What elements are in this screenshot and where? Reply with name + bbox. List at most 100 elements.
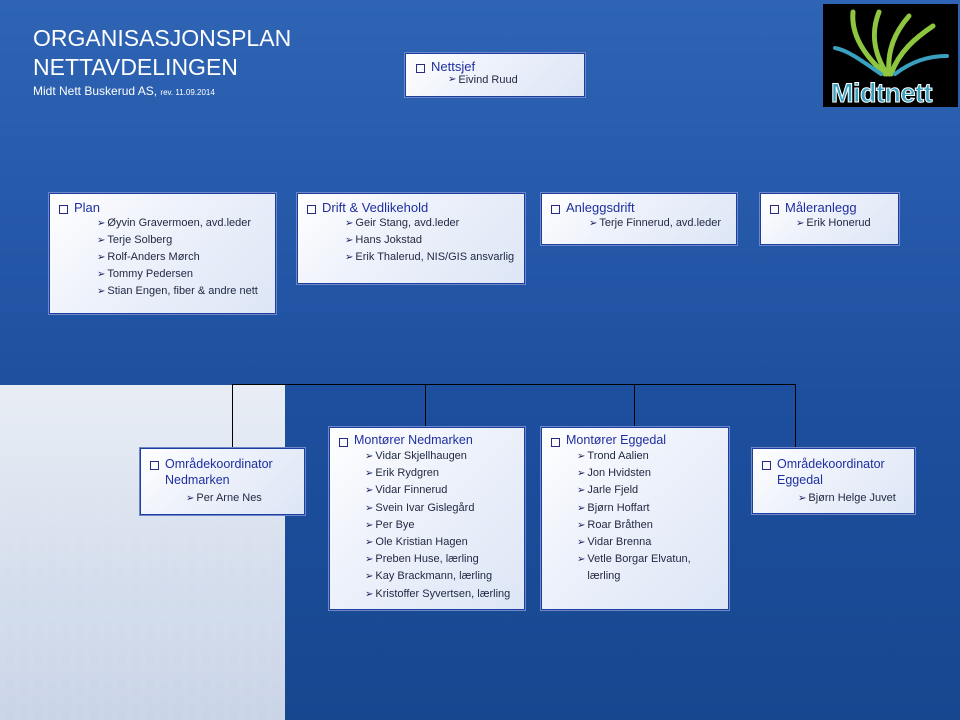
list-item: ➢Kay Brackmann, lærling bbox=[365, 568, 515, 585]
logo-text: Midtnett bbox=[831, 78, 933, 109]
arrow-bullet-icon: ➢ bbox=[97, 235, 106, 246]
list-item: ➢Kristoffer Syvertsen, lærling bbox=[365, 586, 515, 603]
nettsjef-box: Nettsjef ➢Eivind Ruud bbox=[404, 52, 586, 98]
checkbox-bullet-icon bbox=[416, 64, 425, 73]
list-item: ➢Roar Bråthen bbox=[577, 517, 719, 534]
anleggsdrift-box: Anleggsdrift ➢Terje Finnerud, avd.leder bbox=[540, 192, 738, 246]
list-item: ➢Terje Solberg bbox=[97, 232, 266, 249]
omradekoordinator-eggedal-box: Områdekoordinator Eggedal ➢Bjørn Helge J… bbox=[751, 447, 916, 515]
list-item: ➢Ole Kristian Hagen bbox=[365, 534, 515, 551]
title-block: ORGANISASJONSPLAN NETTAVDELINGEN Midt Ne… bbox=[33, 24, 291, 98]
arrow-bullet-icon: ➢ bbox=[345, 218, 354, 229]
box-title: Anleggsdrift bbox=[566, 200, 635, 215]
list-item: ➢Erik Honerud bbox=[796, 215, 889, 232]
arrow-bullet-icon: ➢ bbox=[577, 451, 586, 462]
drift-vedlikehold-box: Drift & Vedlikehold ➢Geir Stang, avd.led… bbox=[296, 192, 526, 285]
arrow-bullet-icon: ➢ bbox=[577, 485, 586, 497]
box-title: Nettsjef bbox=[431, 59, 476, 74]
plan-box: Plan ➢Øyvin Gravermoen, avd.leder ➢Terje… bbox=[48, 192, 277, 315]
checkbox-bullet-icon bbox=[307, 205, 316, 214]
list-item: ➢Preben Huse, lærling bbox=[365, 551, 515, 568]
list-item: ➢Per Bye bbox=[365, 517, 515, 534]
list-item: ➢Erik Thalerud, NIS/GIS ansvarlig bbox=[345, 249, 515, 266]
page-title-line2: NETTAVDELINGEN bbox=[33, 54, 238, 80]
revision-date: rev. 11.09.2014 bbox=[160, 88, 215, 97]
connector-line bbox=[232, 384, 795, 385]
list-item: ➢Hans Jokstad bbox=[345, 232, 515, 249]
montorer-nedmarken-box: Montører Nedmarken ➢Vidar Skjellhaugen ➢… bbox=[328, 426, 526, 611]
arrow-bullet-icon: ➢ bbox=[365, 485, 374, 497]
arrow-bullet-icon: ➢ bbox=[448, 74, 457, 85]
box-title: Montører Eggedal bbox=[566, 433, 667, 447]
midtnett-logo: Midtnett bbox=[823, 4, 958, 109]
box-title: Plan bbox=[74, 200, 101, 215]
list-item: ➢Vidar Skjellhaugen bbox=[365, 448, 515, 465]
arrow-bullet-icon: ➢ bbox=[577, 502, 586, 514]
arrow-bullet-icon: ➢ bbox=[365, 519, 374, 531]
arrow-bullet-icon: ➢ bbox=[365, 588, 374, 600]
list-item: ➢Stian Engen, fiber & andre nett bbox=[97, 283, 266, 300]
checkbox-bullet-icon bbox=[762, 461, 771, 470]
connector-line bbox=[232, 384, 233, 450]
list-item: ➢Terje Finnerud, avd.leder bbox=[589, 215, 727, 232]
checkbox-bullet-icon bbox=[150, 461, 159, 470]
arrow-bullet-icon: ➢ bbox=[97, 269, 106, 280]
arrow-bullet-icon: ➢ bbox=[577, 554, 586, 566]
list-item: ➢Vetle Borgar Elvatun, lærling bbox=[577, 553, 691, 583]
connector-line bbox=[634, 384, 635, 428]
box-title: Områdekoordinator Eggedal bbox=[777, 457, 885, 487]
list-item: ➢Tommy Pedersen bbox=[97, 266, 266, 283]
box-title: Måleranlegg bbox=[785, 200, 857, 215]
arrow-bullet-icon: ➢ bbox=[345, 235, 354, 246]
checkbox-bullet-icon bbox=[551, 205, 560, 214]
checkbox-bullet-icon bbox=[59, 205, 68, 214]
page-subtitle: Midt Nett Buskerud AS, rev. 11.09.2014 bbox=[33, 84, 291, 98]
checkbox-bullet-icon bbox=[551, 438, 560, 447]
connector-line bbox=[795, 384, 796, 449]
company-name: Midt Nett Buskerud AS, bbox=[33, 84, 158, 98]
arrow-bullet-icon: ➢ bbox=[796, 218, 805, 229]
arrow-bullet-icon: ➢ bbox=[365, 554, 374, 566]
leaf-logo-icon bbox=[833, 9, 949, 77]
arrow-bullet-icon: ➢ bbox=[97, 286, 106, 297]
list-item: ➢Jarle Fjeld bbox=[577, 482, 719, 499]
arrow-bullet-icon: ➢ bbox=[589, 218, 598, 229]
list-item: ➢Svein Ivar Gislegård bbox=[365, 500, 515, 517]
arrow-bullet-icon: ➢ bbox=[577, 519, 586, 531]
maleranlegg-box: Måleranlegg ➢Erik Honerud bbox=[759, 192, 900, 246]
list-item: ➢Vidar Finnerud bbox=[365, 482, 515, 499]
arrow-bullet-icon: ➢ bbox=[577, 537, 586, 549]
arrow-bullet-icon: ➢ bbox=[798, 493, 807, 504]
decorative-photo bbox=[0, 385, 285, 720]
arrow-bullet-icon: ➢ bbox=[97, 252, 106, 263]
box-title: Drift & Vedlikehold bbox=[322, 200, 429, 215]
list-item: ➢Jon Hvidsten bbox=[577, 465, 719, 482]
checkbox-bullet-icon bbox=[339, 438, 348, 447]
list-item: ➢Geir Stang, avd.leder bbox=[345, 215, 515, 232]
arrow-bullet-icon: ➢ bbox=[365, 468, 374, 480]
list-item: ➢Eivind Ruud bbox=[448, 74, 518, 86]
arrow-bullet-icon: ➢ bbox=[345, 252, 354, 263]
arrow-bullet-icon: ➢ bbox=[365, 502, 374, 514]
list-item: ➢Rolf-Anders Mørch bbox=[97, 249, 266, 266]
box-title: Områdekoordinator Nedmarken bbox=[165, 457, 273, 487]
list-item: ➢Erik Rydgren bbox=[365, 465, 515, 482]
list-item: ➢Trond Aalien bbox=[577, 448, 719, 465]
page-title-line1: ORGANISASJONSPLAN bbox=[33, 25, 292, 51]
checkbox-bullet-icon bbox=[770, 205, 779, 214]
list-item: ➢Øyvin Gravermoen, avd.leder bbox=[97, 215, 266, 232]
arrow-bullet-icon: ➢ bbox=[97, 218, 106, 229]
arrow-bullet-icon: ➢ bbox=[365, 571, 374, 583]
connector-line bbox=[425, 384, 426, 428]
omradekoordinator-nedmarken-box: Områdekoordinator Nedmarken ➢Per Arne Ne… bbox=[139, 447, 306, 516]
list-item: ➢Bjørn Hoffart bbox=[577, 500, 719, 517]
arrow-bullet-icon: ➢ bbox=[577, 468, 586, 480]
montorer-eggedal-box: Montører Eggedal ➢Trond Aalien ➢Jon Hvid… bbox=[540, 426, 730, 611]
arrow-bullet-icon: ➢ bbox=[186, 493, 195, 504]
box-title: Montører Nedmarken bbox=[354, 433, 473, 447]
arrow-bullet-icon: ➢ bbox=[365, 537, 374, 549]
arrow-bullet-icon: ➢ bbox=[365, 451, 374, 462]
list-item: ➢Vidar Brenna bbox=[577, 534, 719, 551]
list-item: ➢Per Arne Nes bbox=[186, 490, 295, 507]
list-item: ➢Bjørn Helge Juvet bbox=[798, 490, 905, 507]
